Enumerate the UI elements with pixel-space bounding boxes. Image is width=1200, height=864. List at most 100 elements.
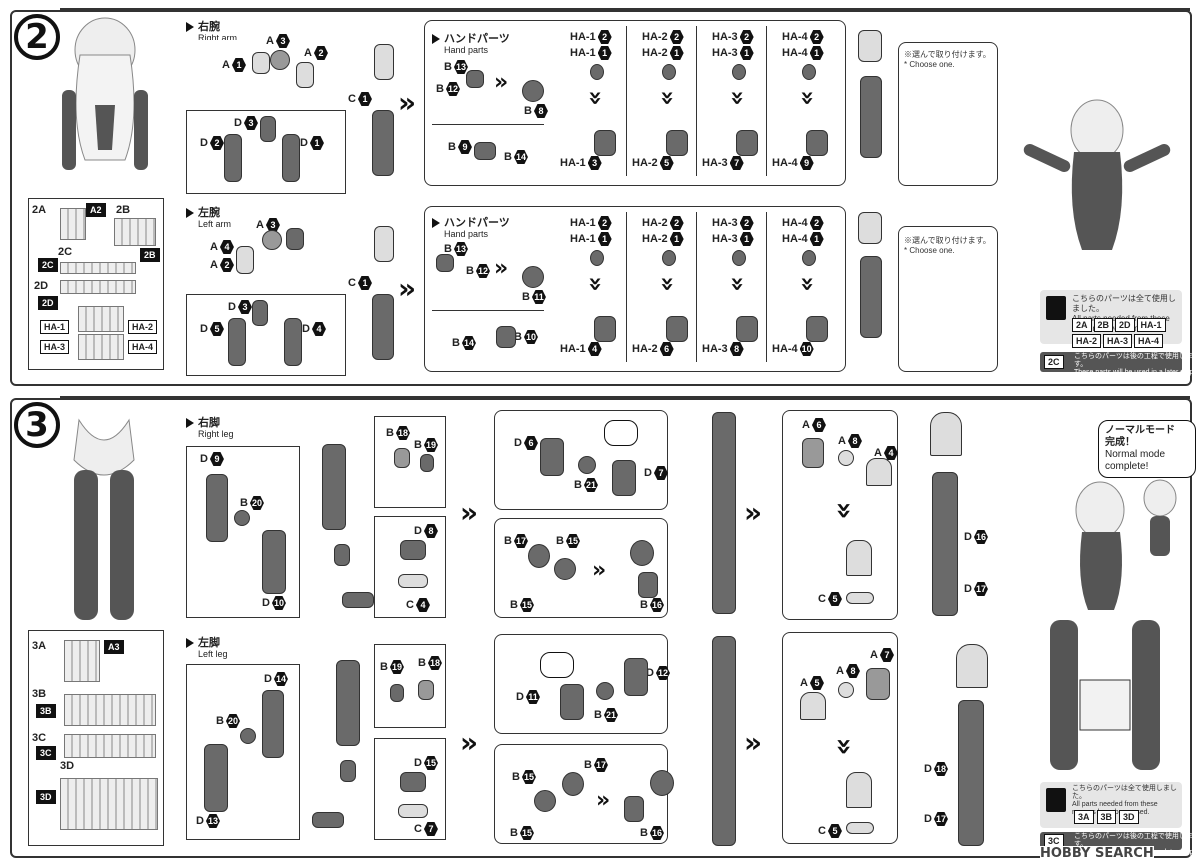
- rh-down-chevron: »: [793, 90, 822, 106]
- runner-3d-sprue: [60, 778, 158, 830]
- part-ll-a7: [866, 668, 890, 700]
- part-ll-c5: [846, 822, 874, 834]
- rh-down-chevron: »: [581, 90, 610, 106]
- step-2-runner-later-bar: [1040, 352, 1182, 372]
- part-ll-b17: [562, 772, 584, 796]
- part-ll-b21: [596, 682, 614, 700]
- arrow-ll-3: »: [744, 726, 763, 759]
- rh-hand-part: [594, 130, 616, 156]
- part-rl-b18: [394, 448, 410, 468]
- right-leg-ankle-panel: [374, 416, 446, 508]
- part-ll-b18: [418, 680, 434, 700]
- part-rl-b20: [234, 510, 250, 526]
- part-left-a3: [262, 230, 282, 250]
- lh-col-separator: [626, 212, 627, 362]
- part-rl-b17: [528, 544, 550, 568]
- part-ll-d11: [560, 684, 584, 720]
- done-tag-3d: 3D: [1119, 810, 1139, 824]
- part-rl-assembled-leg: [712, 412, 736, 614]
- step-2-top-bar: [60, 8, 1190, 11]
- step-3-figure-preview: [73, 418, 135, 620]
- runner-tag-3d-small: 3D: [36, 790, 56, 804]
- runner-tag-3d: 3D: [60, 760, 75, 772]
- part-ll-b19: [390, 684, 404, 702]
- lh-hand-part: [594, 316, 616, 342]
- runner-tag-3b: 3B: [32, 688, 47, 700]
- later-tag-3c: 3C: [1044, 834, 1064, 848]
- lh-wrist-part: [802, 250, 816, 266]
- runner-tag-ha3: HA-3: [40, 340, 70, 354]
- part-left-d5: [228, 318, 246, 366]
- step-2-figure-preview: [62, 17, 148, 170]
- lh-col-separator: [766, 212, 767, 362]
- lh-hand-part: [736, 316, 758, 342]
- runner-tag-2d-small: 2D: [38, 296, 58, 310]
- part-ll-d15: [400, 772, 426, 792]
- right-leg-header: 右脚 Right leg: [186, 418, 234, 440]
- part-rh-wrist: [522, 80, 544, 102]
- lh-hand-part: [666, 316, 688, 342]
- lh-down-chevron: »: [581, 276, 610, 292]
- part-right-forearm: [372, 110, 394, 176]
- runner-tag-2b-small: 2B: [140, 248, 160, 262]
- rh-down-chevron: »: [653, 90, 682, 106]
- part-ll-assembled-leg: [712, 636, 736, 846]
- normal-mode-figure: [1050, 479, 1177, 770]
- part-rl-joint: [630, 540, 654, 566]
- done-tag-ha2: HA-2: [1072, 334, 1102, 348]
- done-tag-3a: 3A: [1074, 810, 1094, 824]
- normal-mode-jp2: 完成！: [1105, 437, 1135, 448]
- trash-icon: [1046, 296, 1066, 320]
- arrow-rl-2: »: [592, 558, 607, 583]
- runner-ha-sprue-2: [78, 334, 124, 360]
- step-3-runner-later-bar: [1040, 832, 1182, 850]
- part-ll-b16: [624, 796, 644, 822]
- runner-3b-sprue: [64, 694, 156, 726]
- lh-divider: [432, 310, 544, 311]
- step-3-top-bar: [60, 396, 1190, 399]
- part-rl-d7: [612, 460, 636, 496]
- done-tag-2b: 2B: [1093, 318, 1114, 332]
- runner-tag-3c-small: 3C: [36, 746, 56, 760]
- normal-mode-bubble: ノーマルモード 完成！ Normal mode complete!: [1098, 420, 1196, 478]
- runner-2c-sprue: [60, 262, 136, 274]
- left-arm-header: 左腕 Left arm: [186, 208, 231, 230]
- arrow-ll-2: »: [596, 788, 611, 813]
- watermark: HOBBY SEARCH: [1040, 846, 1154, 861]
- lh-down-chevron: »: [723, 276, 752, 292]
- rh-wrist-part: [590, 64, 604, 80]
- part-rl-final-hip: [930, 412, 962, 456]
